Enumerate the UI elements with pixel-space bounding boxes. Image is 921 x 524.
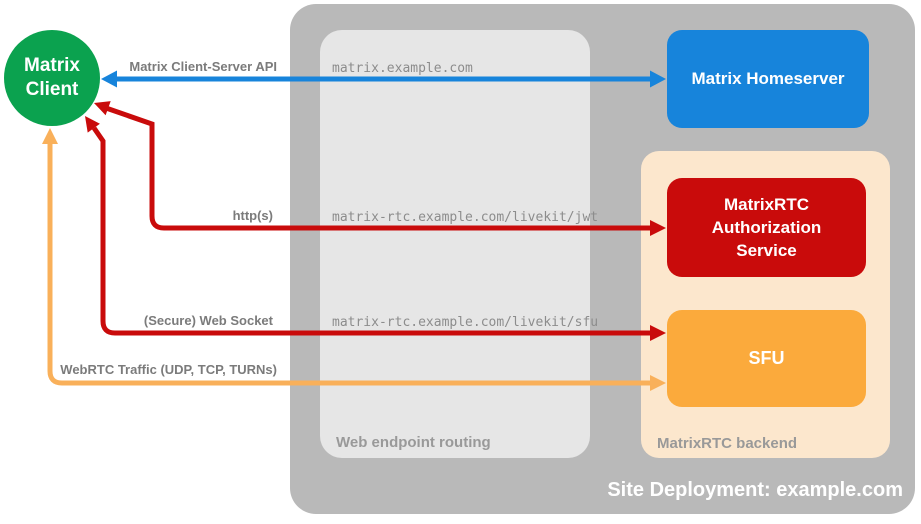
matrix-homeserver-label: Matrix Homeserver	[691, 69, 845, 88]
node-sfu: SFU	[667, 310, 866, 407]
websocket-arrow-label: (Secure) Web Socket	[143, 313, 273, 328]
node-matrix-client: Matrix Client	[4, 30, 100, 126]
node-matrixrtc-authorization-service: MatrixRTC Authorization Service	[667, 178, 866, 277]
auth-service-label: MatrixRTC Authorization Service	[711, 195, 822, 260]
endpoint-livekit-sfu: matrix-rtc.example.com/livekit/sfu	[332, 315, 599, 330]
webrtc-traffic-arrow-label: WebRTC Traffic (UDP, TCP, TURNs)	[60, 362, 277, 377]
web-endpoint-routing-container	[320, 30, 590, 458]
sfu-label: SFU	[748, 348, 785, 368]
matrixrtc-backend-label: MatrixRTC backend	[657, 435, 798, 452]
endpoint-livekit-jwt: matrix-rtc.example.com/livekit/jwt	[332, 210, 599, 225]
matrix-client-label: Matrix Client	[24, 55, 80, 100]
client-server-api-arrow-label: Matrix Client-Server API	[129, 59, 277, 74]
web-endpoint-routing-label: Web endpoint routing	[336, 434, 491, 451]
site-deployment-title: Site Deployment: example.com	[607, 479, 903, 501]
endpoint-matrix-example-com: matrix.example.com	[332, 61, 473, 76]
node-matrix-homeserver: Matrix Homeserver	[667, 30, 869, 128]
https-arrow-label: http(s)	[232, 208, 273, 223]
